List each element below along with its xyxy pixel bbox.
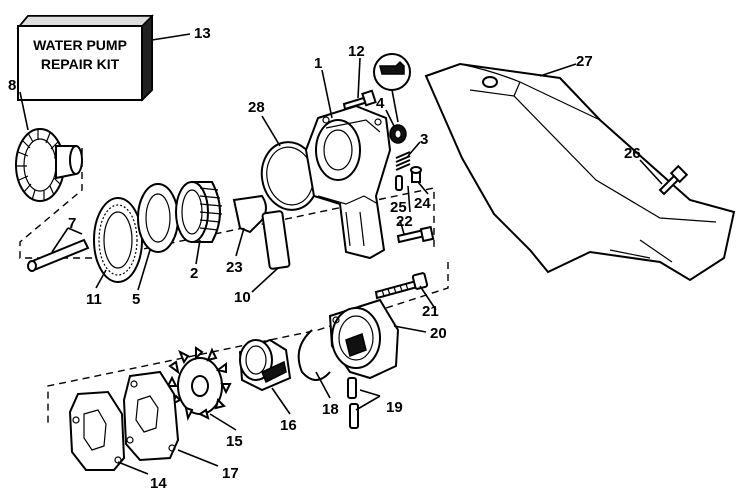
drive-pin <box>27 238 90 272</box>
callout-3: 3 <box>420 131 428 148</box>
callout-labels: 13 8 7 11 5 2 23 10 28 1 12 4 3 22 25 24… <box>8 25 641 492</box>
callout-25: 25 <box>390 199 407 216</box>
kit-label-line1: WATER PUMP <box>33 37 127 53</box>
callout-4: 4 <box>376 95 385 112</box>
rect-gasket <box>261 210 291 270</box>
callout-23: 23 <box>226 259 243 276</box>
callout-5: 5 <box>132 291 140 308</box>
cover-shroud <box>424 62 736 282</box>
callout-13: 13 <box>194 25 211 42</box>
callout-12: 12 <box>348 43 365 60</box>
pump-housing <box>304 104 392 260</box>
drive-gear <box>15 128 83 202</box>
callout-26: 26 <box>624 145 641 162</box>
impeller <box>166 346 232 422</box>
callout-20: 20 <box>430 325 447 342</box>
lower-assembly-outline <box>47 262 449 424</box>
pins-19 <box>347 377 359 429</box>
roller-bearing <box>175 181 223 243</box>
callout-11: 11 <box>86 291 102 308</box>
callout-22: 22 <box>396 213 413 230</box>
long-bolt-21 <box>374 272 429 300</box>
callout-15: 15 <box>226 433 243 450</box>
small-gasket <box>232 194 267 234</box>
impeller-housing <box>328 298 400 380</box>
callout-19: 19 <box>386 399 403 416</box>
clip-ring <box>297 329 331 381</box>
bolt-12 <box>342 89 377 111</box>
impeller-liner <box>238 338 292 392</box>
small-pin-25 <box>395 175 403 191</box>
wear-plate <box>122 370 180 462</box>
callout-28: 28 <box>248 99 265 116</box>
callout-17: 17 <box>222 465 239 482</box>
callout-21: 21 <box>422 303 439 320</box>
callout-14: 14 <box>150 475 167 492</box>
bolt-26 <box>658 164 689 196</box>
bolt-22 <box>396 225 435 244</box>
thrust-washer <box>137 183 179 253</box>
thrust-bearing <box>93 197 143 283</box>
callout-7: 7 <box>68 215 76 232</box>
kit-label-line2: REPAIR KIT <box>41 56 120 72</box>
upper-assembly-outline <box>19 148 435 259</box>
callout-18: 18 <box>322 401 339 418</box>
callout-10: 10 <box>234 289 251 306</box>
callout-8: 8 <box>8 77 16 94</box>
callout-27: 27 <box>576 53 593 70</box>
callout-1: 1 <box>314 55 322 72</box>
sealant-symbol <box>373 53 411 91</box>
plate-gasket <box>68 390 126 471</box>
callout-24: 24 <box>414 195 431 212</box>
leader-lines <box>19 57 663 475</box>
callout-2: 2 <box>190 265 198 282</box>
grommet <box>389 124 407 144</box>
spring <box>395 151 411 171</box>
repair-kit-box: WATER PUMP REPAIR KIT <box>16 14 154 102</box>
screw-24 <box>410 166 422 183</box>
callout-16: 16 <box>280 417 297 434</box>
